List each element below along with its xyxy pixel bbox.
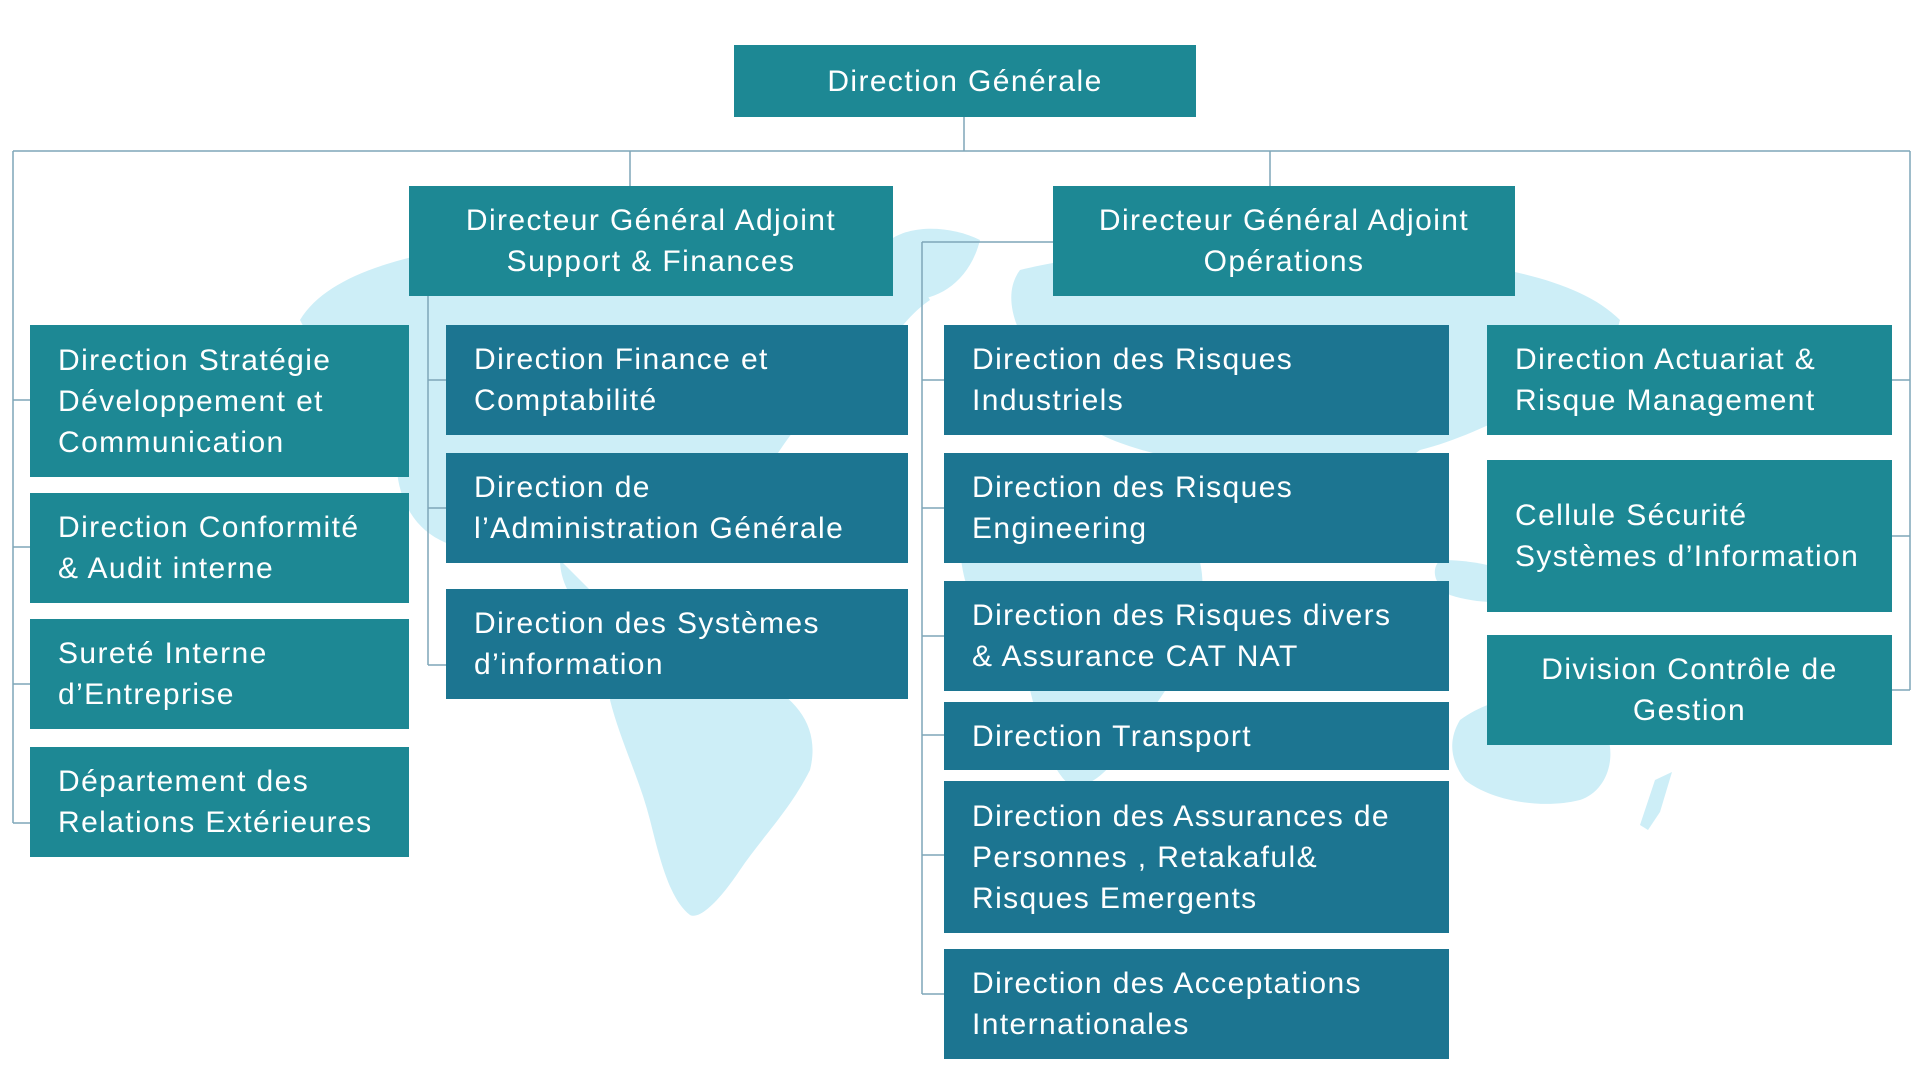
sf-item-systemes-information: Direction des Systèmes d’information (446, 589, 908, 699)
left-item-label: Sureté Interne d’Entreprise (58, 637, 268, 711)
ops-item-assurances-personnes: Direction des Assurances de Personnes , … (944, 781, 1449, 933)
dga-support-finances-label: Directeur Général Adjoint Support & Fina… (465, 204, 837, 278)
direction-generale-box: Direction Générale (734, 45, 1196, 117)
ops-item-acceptations-internationales: Direction des Acceptations International… (944, 949, 1449, 1059)
sf-item-label: Direction de l’Administration Générale (474, 471, 845, 545)
ops-item-label: Direction des Assurances de Personnes , … (972, 799, 1391, 915)
right-item-label: Direction Actuariat & Risque Management (1515, 343, 1817, 417)
direction-generale-label: Direction Générale (827, 64, 1103, 98)
left-item-conformite: Direction Conformité & Audit interne (30, 493, 409, 603)
sf-item-label: Direction des Systèmes d’information (474, 607, 820, 681)
sf-item-administration: Direction de l’Administration Générale (446, 453, 908, 563)
left-item-label: Département des Relations Extérieures (58, 765, 373, 839)
dga-operations-box: Directeur Général Adjoint Opérations (1053, 186, 1515, 296)
left-item-label: Direction Conformité & Audit interne (58, 511, 360, 585)
sf-item-finance: Direction Finance et Comptabilité (446, 325, 908, 435)
right-item-label: Cellule Sécurité Systèmes d’Information (1515, 499, 1860, 573)
ops-item-transport: Direction Transport (944, 702, 1449, 770)
ops-item-label: Direction des Risques Industriels (972, 343, 1294, 417)
sf-item-label: Direction Finance et Comptabilité (474, 343, 769, 417)
ops-item-risques-divers: Direction des Risques divers & Assurance… (944, 581, 1449, 691)
ops-item-label: Direction des Acceptations International… (972, 967, 1362, 1041)
ops-item-label: Direction des Risques divers & Assurance… (972, 599, 1392, 673)
left-item-strategie: Direction Stratégie Développement et Com… (30, 325, 409, 477)
right-item-securite-si: Cellule Sécurité Systèmes d’Information (1487, 460, 1892, 612)
right-item-controle-gestion: Division Contrôle de Gestion (1487, 635, 1892, 745)
right-item-label: Division Contrôle de Gestion (1541, 653, 1838, 727)
right-item-actuariat: Direction Actuariat & Risque Management (1487, 325, 1892, 435)
dga-operations-label: Directeur Général Adjoint Opérations (1098, 204, 1470, 278)
left-item-label: Direction Stratégie Développement et Com… (58, 343, 332, 459)
left-item-relations-exterieures: Département des Relations Extérieures (30, 747, 409, 857)
ops-item-label: Direction Transport (972, 719, 1253, 753)
ops-item-risques-industriels: Direction des Risques Industriels (944, 325, 1449, 435)
ops-item-label: Direction des Risques Engineering (972, 471, 1294, 545)
ops-item-risques-engineering: Direction des Risques Engineering (944, 453, 1449, 563)
left-item-surete: Sureté Interne d’Entreprise (30, 619, 409, 729)
dga-support-finances-box: Directeur Général Adjoint Support & Fina… (409, 186, 893, 296)
